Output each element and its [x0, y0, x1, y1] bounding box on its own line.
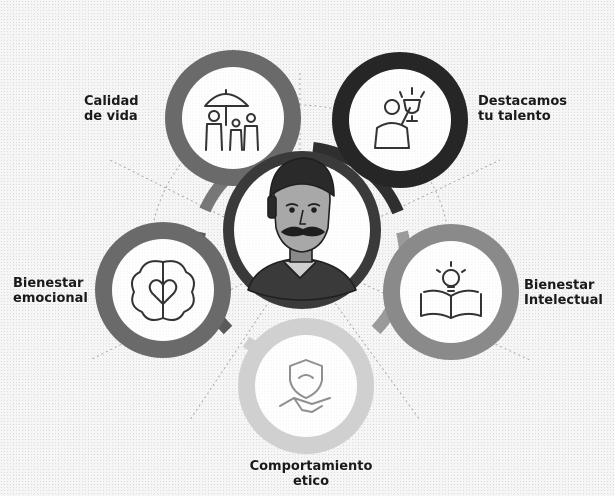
label-line: emocional [13, 291, 88, 306]
label-bienestar-intelectual: Bienestar Intelectual [524, 278, 603, 308]
label-calidad-de-vida: Calidad de vida [84, 94, 139, 124]
label-comportamiento-etico: Comportamiento etico [236, 459, 386, 489]
node-destacamos-tu-talento[interactable] [332, 52, 468, 188]
label-line: Calidad [84, 94, 139, 109]
node-calidad-de-vida[interactable] [165, 50, 301, 186]
label-line: Bienestar [13, 276, 84, 291]
mustached-man-avatar [247, 157, 357, 301]
open-book-lightbulb-icon [420, 261, 482, 319]
label-line: Destacamos [478, 94, 568, 109]
label-line: etico [292, 474, 330, 489]
handshake-shield-icon [279, 359, 331, 413]
label-line: tu talento [478, 109, 551, 124]
label-line: de vida [84, 109, 138, 124]
label-line: Bienestar [524, 278, 595, 293]
node-bienestar-emocional[interactable] [95, 222, 231, 358]
center-avatar [223, 151, 381, 309]
label-line: Intelectual [524, 293, 603, 308]
family-umbrella-icon [204, 89, 259, 151]
node-bienestar-intelectual[interactable] [383, 224, 519, 360]
trophy-winner-icon [374, 87, 425, 149]
label-bienestar-emocional: Bienestar emocional [13, 276, 88, 306]
label-destacamos-tu-talento: Destacamos tu talento [478, 94, 567, 124]
node-comportamiento-etico[interactable] [238, 318, 374, 454]
brain-heart-icon [131, 260, 195, 321]
label-line: Comportamiento [249, 459, 373, 474]
